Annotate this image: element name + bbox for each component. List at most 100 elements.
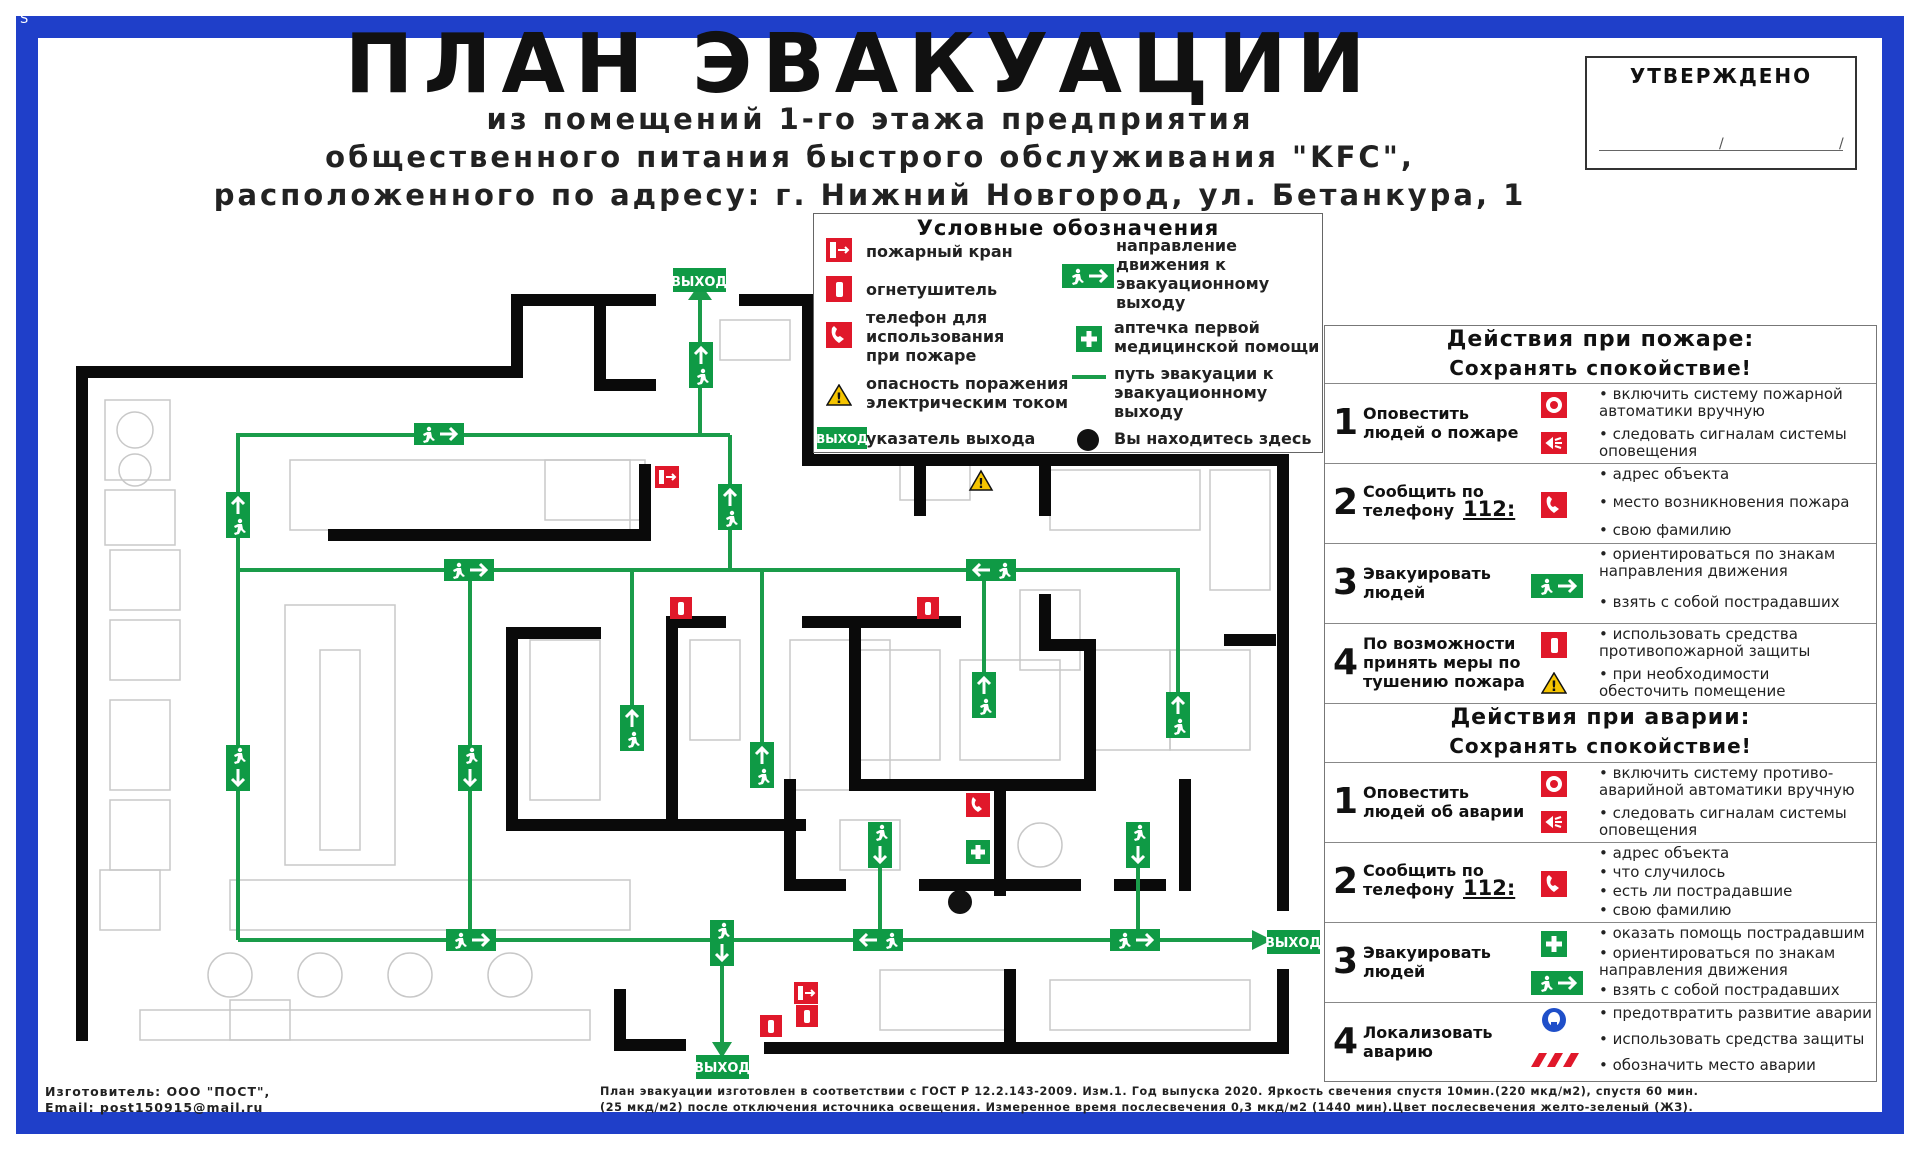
direction-sign-down <box>458 745 482 791</box>
fire-hydrant-icon <box>655 466 679 488</box>
approval-stamp: УТВЕРЖДЕНО / / <box>1585 56 1857 170</box>
step-action: Сообщить по телефону <box>1363 482 1484 520</box>
phone-icon <box>1541 871 1567 897</box>
step-bullet: • следовать сигналам системы оповещения <box>1599 425 1847 460</box>
hazard-tape-icon <box>1531 1053 1583 1067</box>
you-are-here-icon <box>1077 429 1099 451</box>
exit-sign: ВЫХОД <box>671 268 727 292</box>
legend-electric-label: опасность поражения электрическим током <box>866 374 1069 412</box>
step-bullet: • использовать средства защиты <box>1599 1030 1865 1048</box>
direction-sign-right <box>1110 929 1160 951</box>
exit-sign-label: ВЫХОД <box>1265 936 1321 951</box>
step-bullet: • ориентироваться по знакам направления … <box>1599 944 1836 979</box>
first-aid-icon <box>966 840 990 864</box>
step-bullet: • есть ли пострадавшие <box>1599 882 1793 900</box>
step-number: 4 <box>1333 1021 1359 1062</box>
exit-sign-label: ВЫХОД <box>671 275 727 290</box>
direction-sign-up <box>689 342 713 388</box>
extinguisher-icon <box>917 597 939 619</box>
extinguisher-icon <box>796 1005 818 1027</box>
direction-sign-right <box>414 423 464 445</box>
siren-icon <box>1541 432 1567 454</box>
step-action: Сообщить по телефону <box>1363 861 1484 899</box>
direction-sign-left <box>853 929 903 951</box>
corner-mark: S <box>20 12 29 27</box>
step-bullet: • следовать сигналам системы оповещения <box>1599 804 1847 839</box>
svg-text:!: ! <box>836 391 842 406</box>
maker-email: Email: post150915@mail.ru <box>45 1100 264 1115</box>
direction-sign-up <box>620 705 644 751</box>
svg-text:!: ! <box>978 477 984 492</box>
step-bullet: • взять с собой пострадавших <box>1599 593 1840 611</box>
accident-step-4: 4 Локализовать аварию • предотвратить ра… <box>1325 1002 1876 1083</box>
fire-step-1: 1 Оповестить людей о пожаре • включить с… <box>1325 383 1876 464</box>
legend-phone-label: телефон для использования при пожаре <box>866 308 1005 365</box>
accident-step-2: 2 Сообщить по телефону 112: • адрес объе… <box>1325 842 1876 923</box>
electric-hazard-icon: ! <box>1541 672 1567 694</box>
section-divider <box>1325 703 1876 704</box>
direction-sign-down <box>868 822 892 868</box>
direction-sign-right <box>446 929 496 951</box>
legend-path-label: путь эвакуации к эвакуационному выходу <box>1114 364 1274 421</box>
fire-actions-subtitle: Сохранять спокойствие! <box>1449 356 1752 380</box>
step-bullet: • место возникновения пожара <box>1599 493 1850 511</box>
electric-hazard-icon: ! <box>826 384 852 406</box>
subtitle-line-1: из помещений 1-го этажа предприятия <box>486 102 1254 136</box>
step-number: 3 <box>1333 941 1359 982</box>
step-number: 4 <box>1333 642 1359 683</box>
exit-sign: ВЫХОД <box>694 1055 750 1079</box>
step-bullet: • ориентироваться по знакам направления … <box>1599 545 1836 580</box>
date-slash: / <box>1719 136 1724 152</box>
signature-line <box>1599 150 1843 151</box>
gost-info: План эвакуации изготовлен в соответствии… <box>600 1084 1880 1116</box>
fire-actions-title: Действия при пожаре: <box>1446 327 1755 352</box>
fire-step-3: 3 Эвакуировать людей • ориентироваться п… <box>1325 543 1876 624</box>
you-are-here-marker <box>948 890 972 914</box>
step-bullet: • адрес объекта <box>1599 844 1730 862</box>
step-bullet: • включить систему противо- аварийной ав… <box>1599 764 1855 799</box>
step-bullet: • оказать помощь пострадавшим <box>1599 924 1865 942</box>
step-bullet: • свою фамилию <box>1599 901 1732 919</box>
exit-sign-icon: ВЫХОД <box>817 427 867 449</box>
direction-sign-up <box>718 484 742 530</box>
emergency-number: 112: <box>1463 497 1516 521</box>
siren-icon <box>1541 811 1567 833</box>
first-aid-icon <box>1076 326 1102 352</box>
step-number: 2 <box>1333 861 1359 902</box>
step-action: Локализовать аварию <box>1363 1023 1493 1061</box>
step-bullet: • что случилось <box>1599 863 1726 881</box>
fire-step-2: 2 Сообщить по телефону 112: • адрес объе… <box>1325 463 1876 544</box>
gost-line-1: План эвакуации изготовлен в соответствии… <box>600 1085 1699 1098</box>
svg-text:!: ! <box>1551 679 1557 694</box>
step-bullet: • взять с собой пострадавших <box>1599 981 1840 999</box>
extinguisher-icon <box>670 597 692 619</box>
subtitle-line-3: расположенного по адресу: г. Нижний Новг… <box>213 178 1527 212</box>
subtitle-line-2: общественного питания быстрого обслужива… <box>325 140 1415 174</box>
approval-label: УТВЕРЖДЕНО <box>1629 64 1813 88</box>
exit-sign-icon-label: ВЫХОД <box>817 432 867 446</box>
accident-actions-title: Действия при аварии: <box>1450 705 1751 730</box>
protective-mask-icon <box>1542 1008 1566 1032</box>
step-action: Эвакуировать людей <box>1363 943 1491 981</box>
step-action: Эвакуировать людей <box>1363 564 1491 602</box>
evacuation-path-icon <box>1072 375 1106 379</box>
alarm-button-icon <box>1541 771 1567 797</box>
direction-sign-up <box>226 492 250 538</box>
step-number: 1 <box>1333 781 1359 822</box>
step-number: 3 <box>1333 562 1359 603</box>
maker-info: Изготовитель: ООО "ПОСТ", Email: post150… <box>45 1084 270 1116</box>
step-bullet: • обозначить место аварии <box>1599 1056 1816 1074</box>
direction-sign-down <box>226 745 250 791</box>
first-aid-icon <box>1541 931 1567 957</box>
walls <box>76 294 1289 1054</box>
step-number: 2 <box>1333 482 1359 523</box>
step-number: 1 <box>1333 402 1359 443</box>
step-bullet: • включить систему пожарной автоматики в… <box>1599 385 1843 420</box>
direction-sign-right <box>444 559 494 581</box>
legend-exit-sign-label: указатель выхода <box>866 429 1036 448</box>
step-bullet: • предотвратить развитие аварии <box>1599 1004 1872 1022</box>
exit-direction-icon <box>1531 971 1583 995</box>
legend-extinguisher-label: огнетушитель <box>866 280 998 299</box>
step-bullet: • адрес объекта <box>1599 465 1730 483</box>
